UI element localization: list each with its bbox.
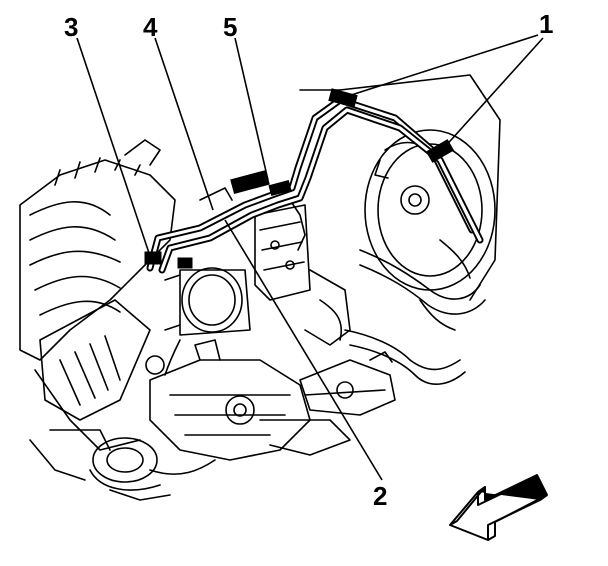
callout-1: 1 xyxy=(539,9,553,39)
callout-4: 4 xyxy=(143,12,158,42)
line-clips xyxy=(144,88,455,269)
callout-labels: 1 2 3 4 5 xyxy=(64,9,553,511)
engine-block-illustration xyxy=(19,74,501,501)
direction-arrow-icon xyxy=(449,474,548,541)
line-routing xyxy=(146,96,484,274)
callout-leader-lines xyxy=(76,34,544,481)
callout-3: 3 xyxy=(64,12,78,42)
callout-2: 2 xyxy=(373,481,387,511)
callout-5: 5 xyxy=(223,12,237,42)
